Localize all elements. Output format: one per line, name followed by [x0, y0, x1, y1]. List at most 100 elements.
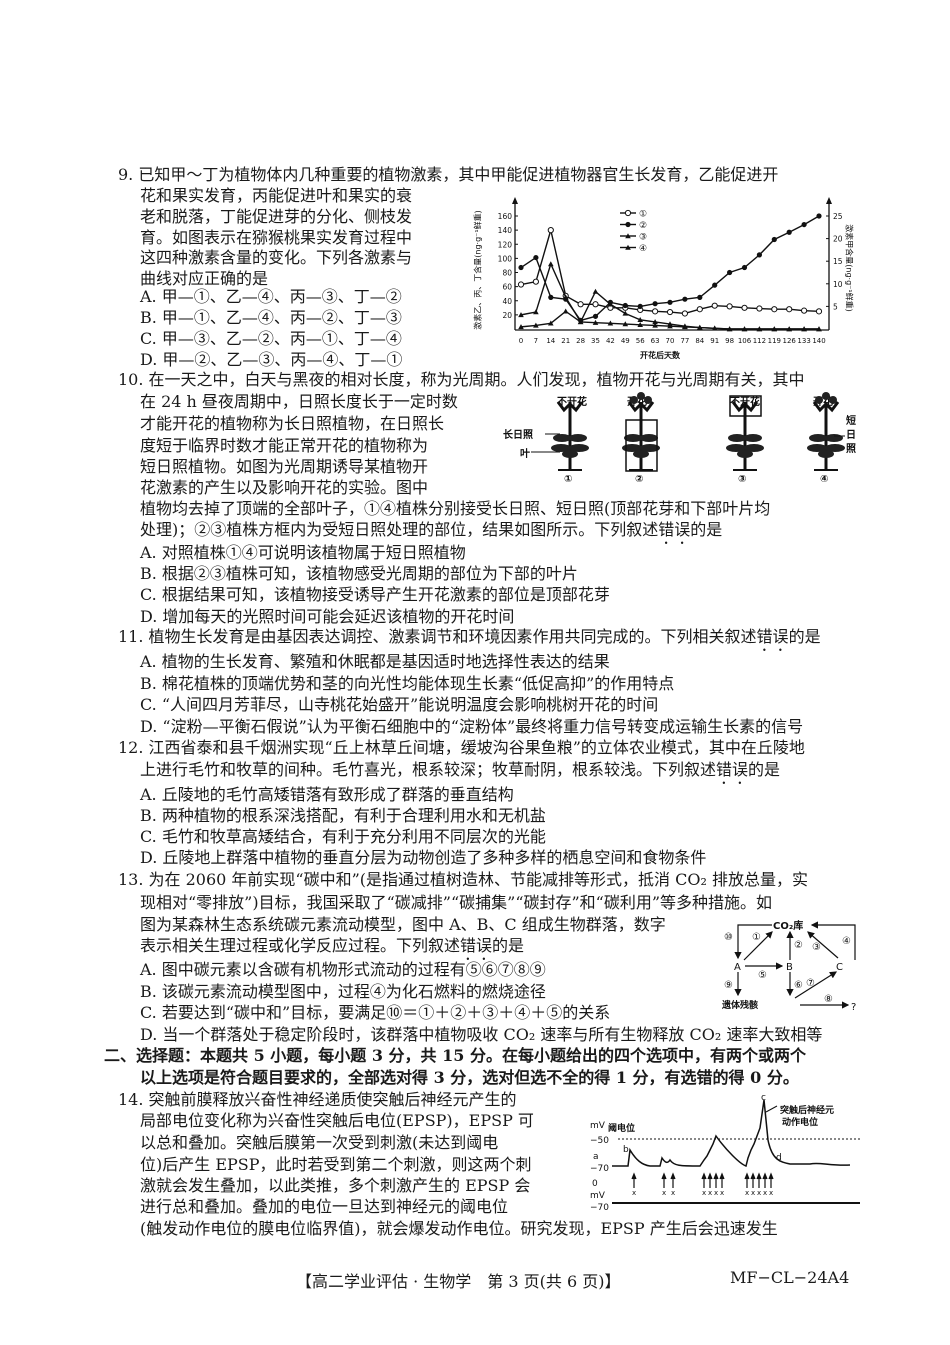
- stimulus-mark: x: [671, 1189, 675, 1197]
- minus70-label: −70: [590, 1164, 609, 1174]
- point-b: b: [623, 1145, 629, 1155]
- legend-marker: [625, 244, 631, 250]
- q9-option-d: D. 甲—②、乙—③、丙—④、丁—①: [140, 350, 403, 369]
- legend-marker: [624, 209, 632, 217]
- q10-stem-line: 处理)；②③植株方框内为受短日照处理的部位，结果如图所示。下列叙述错误的是: [140, 520, 722, 540]
- process-number: ②: [794, 940, 803, 951]
- q10-option-a: A. 对照植株①④可说明该植物属于短日照植物: [140, 543, 466, 562]
- q10-stem-line: 植物均去掉了顶端的全部叶子，①④植株分别接受长日照、短日照(顶部花芽和下部叶片均: [140, 499, 771, 518]
- section-2-heading: 二、选择题：本题共 5 小题，每小题 3 分，共 15 分。在每小题给出的四个选…: [104, 1046, 806, 1065]
- plant2-number: ②: [635, 474, 643, 485]
- q12-option-a: A. 丘陵地的毛竹高矮错落有致形成了群落的垂直结构: [140, 785, 514, 804]
- q9-option-a: A. 甲—①、乙—④、丙—③、丁—②: [140, 287, 402, 306]
- q9-stem-line: 老和脱落，丁能促进芽的分化、侧枝发: [140, 207, 413, 226]
- q12-question: 上进行毛竹和牧草的间种。毛竹喜光，根系较深；牧草耐阴，根系较浅。下列叙述: [140, 760, 717, 779]
- data-point: [726, 303, 733, 310]
- y-tick-label-left: 60: [502, 283, 512, 292]
- data-point: [652, 322, 658, 328]
- data-point: [652, 308, 659, 315]
- data-point: [741, 326, 748, 332]
- stimulus-arrowhead: [707, 1172, 713, 1180]
- ap-label: 突触后神经元: [780, 1104, 834, 1116]
- data-point: [637, 303, 643, 309]
- q12-option-d: D. 丘陵地上群落中植物的垂直分层为动物创造了多种多样的栖息空间和食物条件: [140, 848, 707, 867]
- left-axis-arrow: [512, 197, 518, 204]
- q11-question-end: 的是: [788, 627, 821, 646]
- y-tick-label-left: 100: [498, 254, 513, 263]
- stimulus-mark: x: [632, 1189, 636, 1197]
- q13-question: 表示相关生理过程或化学反应过程。下列叙述: [140, 936, 461, 955]
- plant-1: [549, 400, 591, 472]
- q10-option-d: D. 增加每天的光照时间可能会延迟该植物的开花时间: [140, 607, 515, 626]
- stimulus-arrowhead: [713, 1172, 719, 1180]
- data-point: [786, 306, 793, 313]
- data-point: [681, 310, 689, 317]
- data-point: [577, 301, 584, 308]
- data-point: [786, 229, 792, 235]
- zero-label: 0: [592, 1179, 598, 1189]
- data-point: [697, 324, 703, 330]
- q13-option-b: B. 该碳元素流动模型图中，过程④为化石燃料的燃烧途径: [140, 982, 546, 1001]
- data-point: [518, 264, 524, 271]
- x-axis-label: 开花后天数: [640, 350, 681, 360]
- data-point: [562, 308, 569, 314]
- data-point: [548, 294, 554, 300]
- q12-stem-line: 12. 江西省泰和县千烟洲实现“丘上林草丘间塘，缓坡沟谷果鱼粮”的立体农业模式，…: [118, 738, 805, 757]
- data-point: [518, 324, 524, 330]
- legend-label: ③: [639, 233, 647, 243]
- x-tick-label: 7: [534, 337, 538, 345]
- x-tick-label: 70: [666, 337, 675, 345]
- data-point: [815, 308, 823, 315]
- short-day-box: [729, 395, 762, 417]
- data-point: [726, 326, 733, 332]
- data-point: [622, 310, 629, 316]
- stimulus-mark: x: [708, 1189, 712, 1197]
- footer-title: 【高二学业评估 · 生物学 第 3 页(共 6 页)】: [296, 1272, 621, 1291]
- q13-carbon-cycle-diagram: CO₂库 A B C 遗体残骸 ? ① ② ③ ④ ⑤ ⑥ ⑦ ⑧ ⑨ ⑩: [721, 919, 856, 1013]
- data-point: [816, 213, 822, 219]
- q10-option-b: B. 根据②③植株可知，该植物感受光周期的部位为下部的叶片: [140, 564, 578, 583]
- data-point: [741, 264, 748, 271]
- arrow-1: [743, 931, 773, 961]
- emphasis-word: 错误: [460, 936, 493, 955]
- q9-stem-line: 这四种激素含量的变化。下列各激素与: [140, 248, 413, 267]
- data-point: [592, 301, 599, 308]
- stimulus-arrowhead: [750, 1172, 756, 1180]
- x-tick-label: 49: [621, 337, 630, 345]
- q13-option-d: D. 当一个群落处于稳定阶段时，该群落中植物吸收 CO₂ 速率与所有生物释放 C…: [140, 1025, 823, 1044]
- y-tick-label-right: 25: [833, 212, 843, 221]
- data-point: [532, 278, 540, 285]
- data-point: [548, 320, 554, 326]
- data-point: [518, 312, 524, 318]
- data-point: [697, 294, 703, 300]
- stimulus-arrowhead: [719, 1172, 725, 1180]
- data-point: [741, 304, 748, 311]
- point-d: d: [776, 1153, 782, 1163]
- node-c: C: [836, 962, 843, 973]
- mv-label: mV: [590, 1121, 606, 1131]
- data-point: [682, 324, 688, 330]
- q11-option-d: D. “淀粉—平衡石假说”认为平衡石细胞中的“淀粉体”最终将重力信号转变成运输生…: [140, 717, 804, 736]
- plant3-status: 不开花: [730, 395, 760, 408]
- footer-code: MF−CL−24A4: [730, 1268, 850, 1287]
- long-day-label: 长日照: [503, 428, 533, 441]
- data-point: [771, 326, 778, 332]
- right-axis-label: 激素甲含量(ng·g⁻¹鲜重): [845, 224, 855, 311]
- data-point: [667, 299, 673, 305]
- y-tick-label-left: 140: [498, 226, 513, 235]
- q10-stem-line: 短日照植物。如图为光周期诱导某植物开: [140, 457, 429, 476]
- q12-stem-line: 上进行毛竹和牧草的间种。毛竹喜光，根系较深；牧草耐阴，根系较浅。下列叙述错误的是: [140, 760, 780, 780]
- q13-stem-line: 表示相关生理过程或化学反应过程。下列叙述错误的是: [140, 936, 524, 956]
- q14-stem-line: 进行总和叠加。叠加的电位一旦达到神经元的阈电位: [140, 1197, 509, 1216]
- arrow-7: [794, 971, 838, 999]
- data-point: [652, 301, 658, 307]
- x-tick-label: 140: [812, 337, 825, 345]
- data-point: [533, 309, 539, 315]
- node-a: A: [734, 962, 741, 973]
- data-point: [533, 254, 539, 261]
- q9-stem-line: 曲线对应正确的是: [140, 269, 269, 288]
- data-point: [637, 317, 643, 323]
- q13-stem-line: 13. 为在 2060 年前实现“碳中和”(是指通过植树造林、节能减排等形式，抵…: [118, 870, 808, 889]
- x-tick-label: 21: [561, 337, 570, 345]
- x-tick-label: 119: [768, 337, 781, 345]
